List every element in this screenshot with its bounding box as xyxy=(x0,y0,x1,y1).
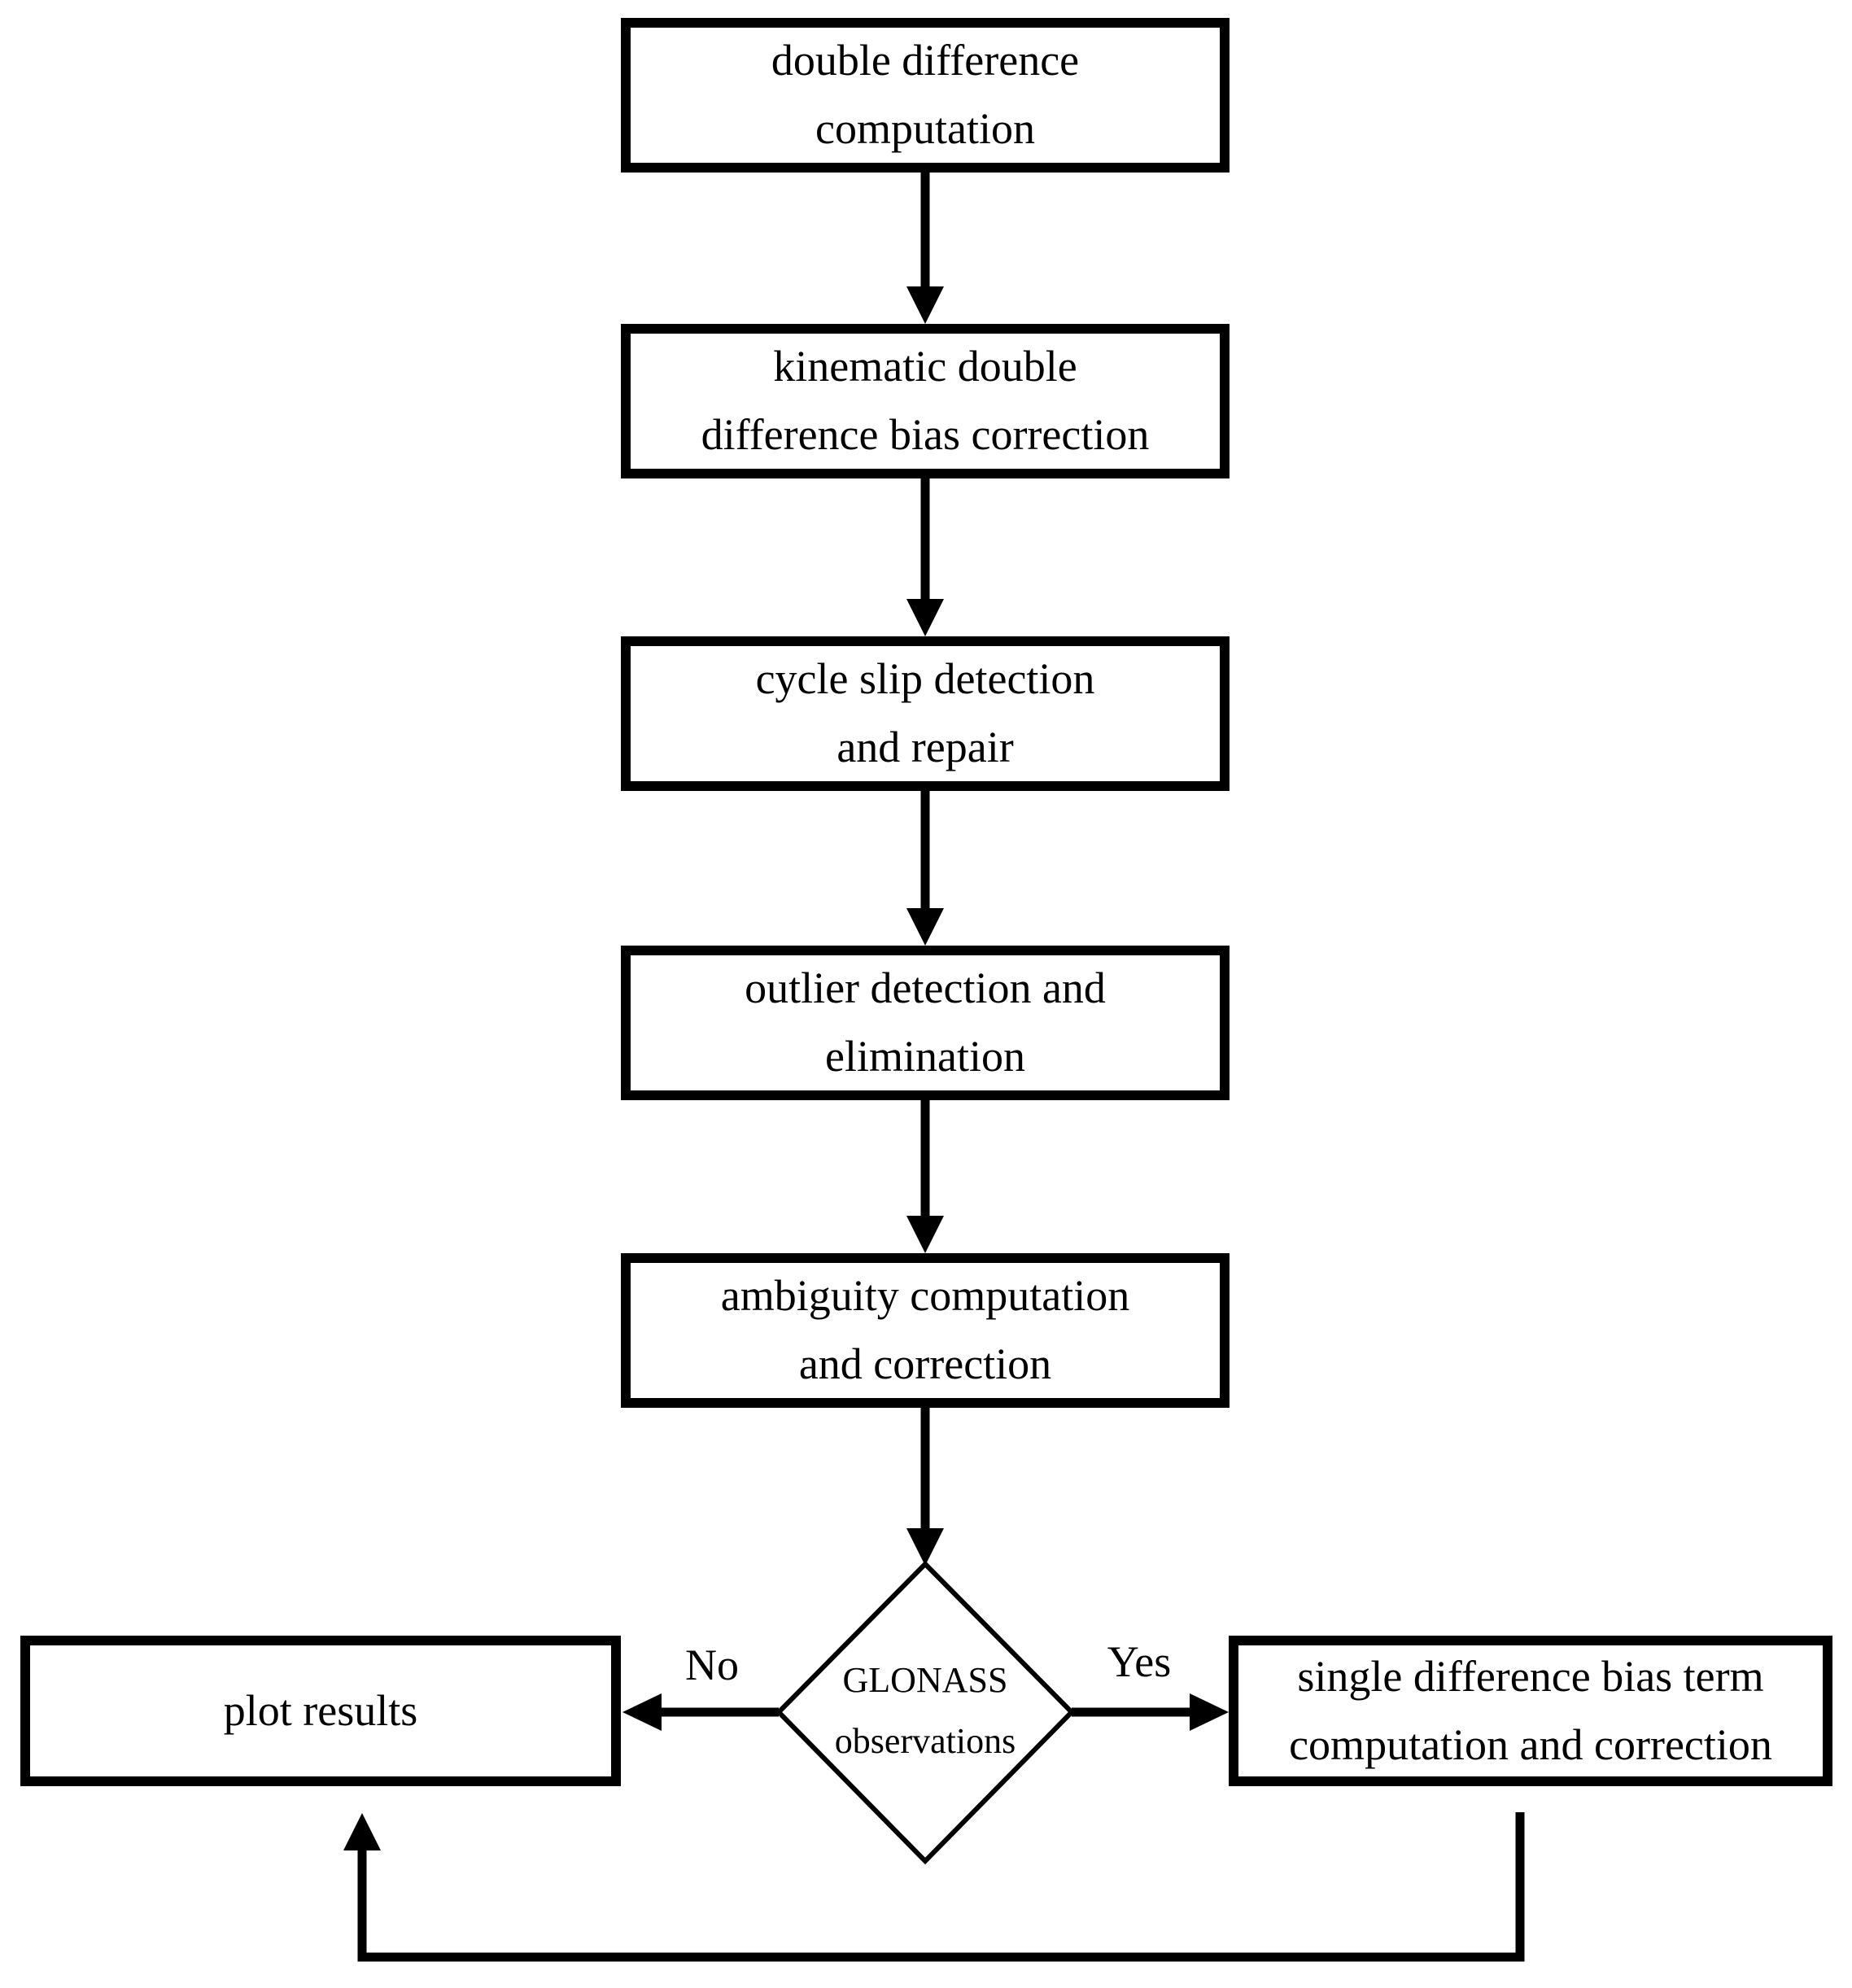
process-box-line: single difference bias term xyxy=(1297,1651,1764,1701)
process-box-line: elimination xyxy=(825,1032,1025,1081)
arrow-down-3 xyxy=(906,791,944,946)
edge-label-yes: Yes xyxy=(1107,1637,1172,1686)
process-box-line: ambiguity computation xyxy=(720,1271,1130,1321)
process-box-double-difference-computation: double difference computation xyxy=(621,18,1230,173)
decision-line: observations xyxy=(834,1720,1016,1761)
arrow-down-5 xyxy=(906,1408,944,1566)
process-box-line: computation xyxy=(815,104,1035,153)
process-box-line: difference bias correction xyxy=(701,410,1150,459)
process-box-kinematic-bias-correction: kinematic double difference bias correct… xyxy=(621,324,1230,478)
feedback-loop-arrow xyxy=(343,1812,1525,1962)
process-box-line: kinematic double xyxy=(773,342,1077,391)
process-box-plot-results: plot results xyxy=(20,1636,621,1786)
arrow-yes-branch xyxy=(1072,1693,1229,1731)
decision-diamond-shape xyxy=(775,1560,1076,1865)
process-box-ambiguity-computation: ambiguity computation and correction xyxy=(621,1253,1230,1408)
process-box-line: outlier detection and xyxy=(745,963,1106,1013)
process-box-single-difference-bias: single difference bias term computation … xyxy=(1229,1636,1832,1786)
process-box-line: and correction xyxy=(798,1339,1052,1388)
decision-line: GLONASS xyxy=(842,1660,1008,1700)
process-box-line: cycle slip detection xyxy=(755,654,1095,704)
process-box-line: computation and correction xyxy=(1289,1719,1772,1769)
process-box-cycle-slip-detection: cycle slip detection and repair xyxy=(621,636,1230,791)
process-box-line: double difference xyxy=(771,36,1080,85)
process-box-line: plot results xyxy=(223,1685,418,1735)
arrow-no-branch xyxy=(622,1693,779,1731)
edge-label-no: No xyxy=(685,1641,739,1689)
process-box-outlier-detection: outlier detection and elimination xyxy=(621,946,1230,1100)
arrow-down-1 xyxy=(906,173,944,324)
arrow-down-4 xyxy=(906,1100,944,1253)
arrow-down-2 xyxy=(906,478,944,636)
decision-diamond-label: GLONASS observations xyxy=(762,1650,1088,1772)
process-box-line: and repair xyxy=(836,723,1014,771)
